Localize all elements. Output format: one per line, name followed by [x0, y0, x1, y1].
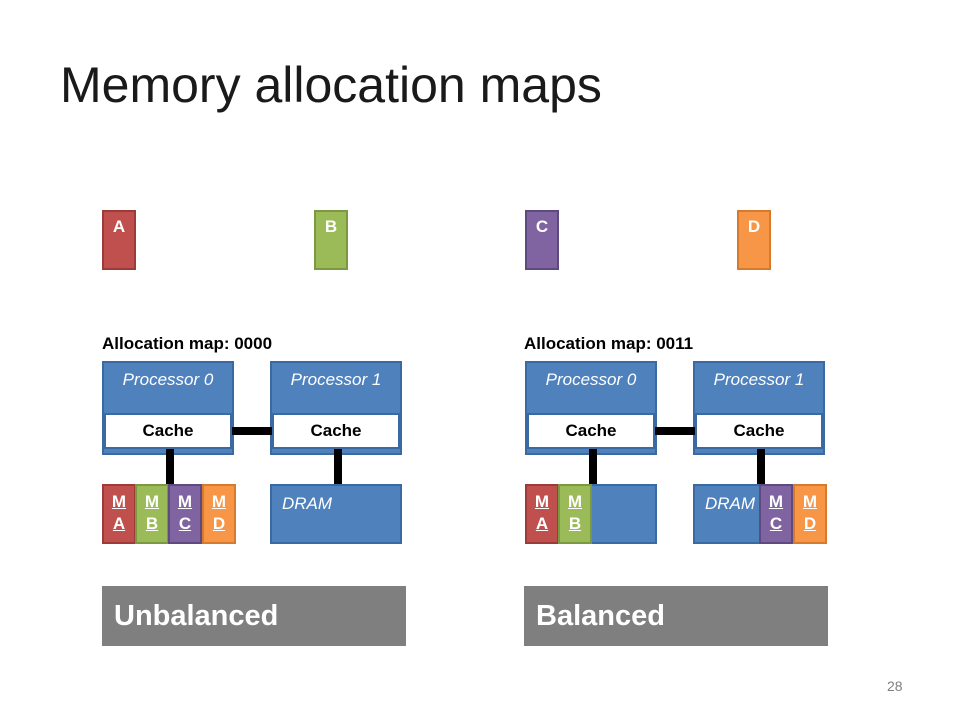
right-cache-0: Cache: [527, 413, 655, 449]
left-cache-1: Cache: [272, 413, 400, 449]
left-memory-c-bottom: C: [178, 514, 192, 533]
left-cache-0: Cache: [104, 413, 232, 449]
variable-d: D: [737, 210, 771, 270]
left-dram-1: DRAM: [270, 484, 402, 544]
left-memory-d-bottom: D: [212, 514, 226, 533]
variable-b: B: [314, 210, 348, 270]
right-memory-c-bottom: C: [769, 514, 783, 533]
variable-d-label: D: [747, 217, 761, 236]
right-memory-b-bottom: B: [568, 514, 582, 533]
right-memory-b-top: M: [567, 492, 583, 511]
right-memory-bus-1: [757, 449, 765, 485]
left-interconnect-bus: [232, 427, 272, 435]
left-verdict: Unbalanced: [102, 586, 406, 646]
right-memory-a-top: M: [534, 492, 550, 511]
left-memory-bus-1: [334, 449, 342, 485]
left-memory-a-top: M: [111, 492, 127, 511]
right-memory-bus-0: [589, 449, 597, 485]
right-processor-0-label: Processor 0: [545, 370, 637, 389]
right-interconnect-bus: [655, 427, 695, 435]
left-memory-c-top: M: [177, 492, 193, 511]
right-cache-1: Cache: [695, 413, 823, 449]
variable-a-label: A: [112, 217, 126, 236]
right-memory-d-top: M: [802, 492, 818, 511]
variable-a: A: [102, 210, 136, 270]
left-memory-d-top: M: [211, 492, 227, 511]
left-memory-b-top: M: [144, 492, 160, 511]
left-processor-0-label: Processor 0: [122, 370, 214, 389]
left-allocation-map-label: Allocation map: 0000: [102, 334, 273, 353]
right-verdict: Balanced: [524, 586, 828, 646]
variable-c-label: C: [535, 217, 549, 236]
right-dram-1-label: DRAM: [705, 494, 756, 513]
left-memory-b-bottom: B: [145, 514, 159, 533]
variable-b-label: B: [324, 217, 338, 236]
page-number: 28: [887, 678, 903, 694]
right-allocation-map-label: Allocation map: 0011: [524, 334, 694, 353]
right-memory-c-top: M: [768, 492, 784, 511]
variable-c: C: [525, 210, 559, 270]
right-processor-1-label: Processor 1: [713, 370, 805, 389]
right-memory-d-bottom: D: [803, 514, 817, 533]
left-memory-a-bottom: A: [112, 514, 126, 533]
left-processor-1-label: Processor 1: [290, 370, 382, 389]
left-memory-bus-0: [166, 449, 174, 485]
left-dram-1-label: DRAM: [282, 494, 333, 513]
slide-title: Memory allocation maps: [60, 57, 602, 113]
right-memory-a-bottom: A: [535, 514, 549, 533]
